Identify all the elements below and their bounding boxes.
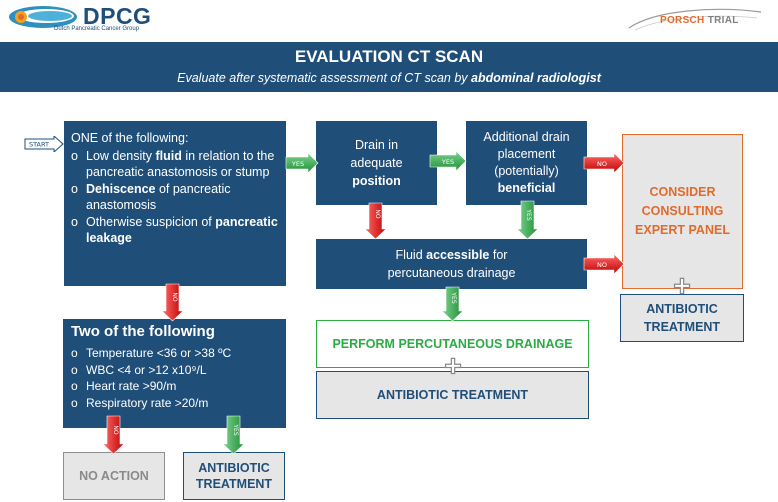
trial-name-part2: TRIAL xyxy=(707,15,739,26)
no-label: NO xyxy=(374,209,381,218)
abx-right-line2: TREATMENT xyxy=(643,320,721,334)
antibiotic-treatment-box-right: ANTIBIOTIC TREATMENT xyxy=(620,294,744,342)
trial-name-part1: PORSCH xyxy=(660,15,705,26)
no-label: NO xyxy=(597,160,607,168)
consult-line2: CONSULTING xyxy=(641,204,724,218)
page-title: EVALUATION CT SCAN xyxy=(294,47,484,66)
page-subtitle: Evaluate after systematic assessment of … xyxy=(0,71,778,85)
additional-drain-line2: placement xyxy=(497,147,556,161)
logo-subtitle: Dutch Pancreatic Cancer Group xyxy=(54,26,140,32)
logo-text: DPCG xyxy=(83,3,152,29)
criteria-item-dehiscence: Dehiscence of pancreatic anastomosis xyxy=(71,181,280,214)
consult-expert-panel-box: CONSIDER CONSULTING EXPERT PANEL xyxy=(622,134,743,289)
title-banner: EVALUATION CT SCAN Evaluate after system… xyxy=(0,42,778,92)
additional-drain-box: Additional drain placement (potentially)… xyxy=(466,121,587,205)
percutaneous-drainage-box: PERFORM PERCUTANEOUS DRAINAGE xyxy=(316,320,589,368)
criteria-list: Low density fluid in relation to the pan… xyxy=(71,148,280,247)
sirs-criteria-box: Two of the following Temperature <36 or … xyxy=(63,319,286,428)
trial-name: PORSCH TRIAL xyxy=(660,15,739,26)
no-label: NO xyxy=(597,261,607,269)
fluid-accessible-box: Fluid accessible for percutaneous draina… xyxy=(316,239,587,289)
dpcg-logo-icon xyxy=(9,6,77,28)
porsch-swoosh-icon xyxy=(628,8,762,31)
additional-drain-bold: beneficial xyxy=(497,181,556,195)
no-arrow-criteria-to-sirs: NO xyxy=(161,283,184,322)
drain-position-line2: adequate xyxy=(350,156,403,170)
abx-right-line1: ANTIBIOTIC xyxy=(646,302,718,316)
criteria-item-fluid: Low density fluid in relation to the pan… xyxy=(71,148,280,181)
abx-line1: ANTIBIOTIC xyxy=(198,461,270,475)
fluid-line2: percutaneous drainage xyxy=(387,266,516,280)
no-label: NO xyxy=(171,292,178,301)
no-arrow-additional-to-consult: NO xyxy=(583,152,625,174)
criteria-item-leakage: Otherwise suspicion of pancreatic leakag… xyxy=(71,214,280,247)
criteria-intro: ONE of the following: xyxy=(71,131,189,145)
consult-line3: EXPERT PANEL xyxy=(635,223,730,237)
yes-arrow-fluid-to-drainage: YES xyxy=(441,286,464,322)
yes-label: YES xyxy=(450,291,457,303)
sirs-item-heart-rate: Heart rate >90/m xyxy=(71,378,280,395)
abx-middle-label: ANTIBIOTIC TREATMENT xyxy=(376,388,529,402)
yes-arrow-additional-to-fluid: YES xyxy=(516,200,539,240)
sirs-title: Two of the following xyxy=(71,323,215,340)
plus-icon: + xyxy=(673,270,692,303)
sirs-list: Temperature <36 or >38 ºC WBC <4 or >12 … xyxy=(71,345,280,411)
subtitle-bold: abdominal radiologist xyxy=(471,71,601,85)
drain-position-box: Drain in adequate position xyxy=(316,121,437,205)
additional-drain-line1: Additional drain xyxy=(483,130,570,144)
antibiotic-treatment-box-bottom: ANTIBIOTIC TREATMENT xyxy=(183,452,285,500)
abx-line2: TREATMENT xyxy=(195,477,273,491)
no-action-box: NO ACTION xyxy=(63,452,165,500)
no-action-label: NO ACTION xyxy=(79,469,149,483)
antibiotic-treatment-box-middle: ANTIBIOTIC TREATMENT xyxy=(316,371,589,419)
subtitle-text: Evaluate after systematic assessment of … xyxy=(177,71,471,85)
yes-label: YES xyxy=(441,158,454,166)
fluid-line1: Fluid accessible for xyxy=(395,248,508,262)
perc-drainage-label: PERFORM PERCUTANEOUS DRAINAGE xyxy=(332,337,573,351)
yes-label: YES xyxy=(291,160,304,168)
start-arrow: START xyxy=(24,136,64,152)
sirs-item-temperature: Temperature <36 or >38 ºC xyxy=(71,345,280,362)
no-arrow-drain-to-fluid: NO xyxy=(364,202,387,240)
sirs-item-wbc: WBC <4 or >12 x10⁹/L xyxy=(71,362,280,379)
drain-position-bold: position xyxy=(352,174,401,188)
start-label: START xyxy=(29,141,49,149)
plus-icon: + xyxy=(444,350,463,383)
leak-criteria-box: ONE of the following: Low density fluid … xyxy=(64,121,286,286)
additional-drain-line3: (potentially) xyxy=(494,164,559,178)
sirs-item-respiratory-rate: Respiratory rate >20/m xyxy=(71,395,280,412)
no-arrow-fluid-to-consult: NO xyxy=(583,253,625,275)
drain-position-line1: Drain in xyxy=(354,138,399,152)
yes-arrow-criteria-to-drain: YES xyxy=(285,152,319,174)
yes-label: YES xyxy=(525,208,532,220)
consult-line1: CONSIDER xyxy=(649,185,716,199)
